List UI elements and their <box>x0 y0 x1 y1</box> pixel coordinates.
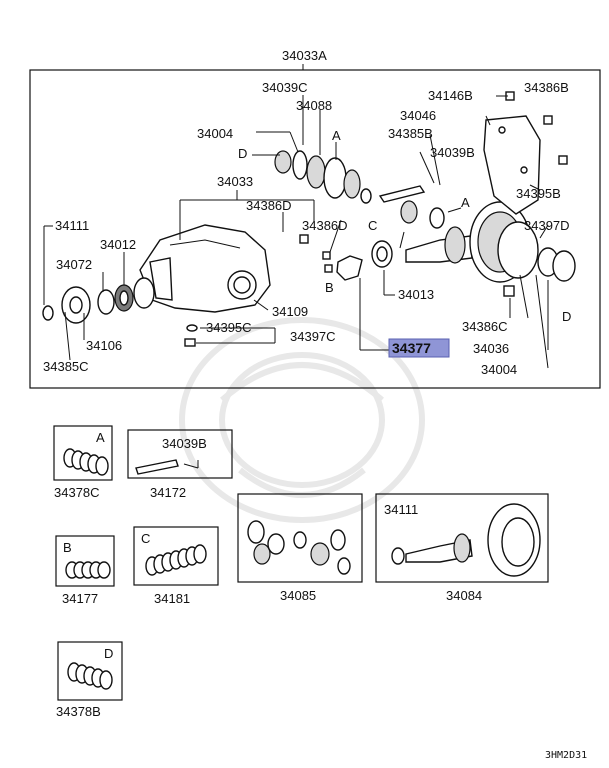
label-34013[interactable]: 34013 <box>398 287 434 302</box>
label-34072[interactable]: 34072 <box>56 257 92 272</box>
shim-stack-A <box>63 448 109 476</box>
label-34385C[interactable]: 34385C <box>43 359 89 374</box>
kit-34172-inner: 34039B <box>162 436 207 451</box>
kit-34177[interactable]: B <box>55 535 115 587</box>
kit-34378C-letter: A <box>96 430 105 445</box>
label-34004-top[interactable]: 34004 <box>197 126 233 141</box>
label-34146B[interactable]: 34146B <box>428 88 473 103</box>
label-34046[interactable]: 34046 <box>400 108 436 123</box>
ring-pinion-icon <box>391 503 541 577</box>
label-34088[interactable]: 34088 <box>296 98 332 113</box>
label-34106[interactable]: 34106 <box>86 338 122 353</box>
kit-34378C[interactable]: A <box>53 425 113 481</box>
kit-34378B-letter: D <box>104 646 113 661</box>
pin-icon <box>135 459 199 475</box>
kit-34181-letter: C <box>141 531 150 546</box>
carrier-housing[interactable] <box>139 224 271 313</box>
label-34109[interactable]: 34109 <box>272 304 308 319</box>
kit-34181-label[interactable]: 34181 <box>154 591 190 606</box>
kit-34172[interactable]: 34039B <box>127 429 233 479</box>
assembly-label[interactable]: 34033A <box>282 48 327 63</box>
label-34397D[interactable]: 34397D <box>524 218 570 233</box>
spacer-34377[interactable] <box>336 255 363 281</box>
shim-stack-B <box>65 561 111 579</box>
callout-D1: D <box>238 146 247 161</box>
drive-pinion[interactable] <box>371 226 473 268</box>
kit-34177-letter: B <box>63 540 72 555</box>
label-34004-bottom[interactable]: 34004 <box>481 362 517 377</box>
callout-B: B <box>325 280 334 295</box>
label-34386B[interactable]: 34386B <box>524 80 569 95</box>
kit-34084-label[interactable]: 34084 <box>446 588 482 603</box>
rear-cover[interactable] <box>483 91 568 215</box>
kit-34084-inner: 34111 <box>384 502 418 517</box>
label-34012[interactable]: 34012 <box>100 237 136 252</box>
label-34039B-top[interactable]: 34039B <box>430 145 475 160</box>
label-34033[interactable]: 34033 <box>217 174 253 189</box>
label-34385B[interactable]: 34385B <box>388 126 433 141</box>
callout-C: C <box>368 218 377 233</box>
label-34386C[interactable]: 34386C <box>462 319 508 334</box>
callout-A1: A <box>332 128 341 143</box>
label-34386D-a[interactable]: 34386D <box>246 198 292 213</box>
flange-assembly[interactable] <box>42 277 155 324</box>
pinion-shaft[interactable] <box>378 185 445 229</box>
label-34039C[interactable]: 34039C <box>262 80 308 95</box>
label-34397C[interactable]: 34397C <box>290 329 336 344</box>
leader-lines <box>43 95 549 369</box>
label-34036[interactable]: 34036 <box>473 341 509 356</box>
watermark-emblem <box>179 317 425 523</box>
diagram-ref-code: 3HM2D31 <box>545 750 587 761</box>
label-34386D-b[interactable]: 34386D <box>302 218 348 233</box>
shim-stack-D <box>67 662 113 690</box>
label-34395C[interactable]: 34395C <box>206 320 252 335</box>
assembly-frame <box>29 69 601 389</box>
highlight-box[interactable] <box>388 338 450 358</box>
callout-A2: A <box>461 195 470 210</box>
label-34395B[interactable]: 34395B <box>516 186 561 201</box>
side-gear-stack[interactable] <box>274 150 372 204</box>
kit-34378B[interactable]: D <box>57 641 123 701</box>
shim-stack-C <box>145 544 207 576</box>
callout-D2: D <box>562 309 571 324</box>
kit-34085[interactable] <box>237 493 363 583</box>
kit-34084[interactable]: 34111 <box>375 493 549 583</box>
label-34377-highlighted[interactable]: 34377 <box>392 340 431 356</box>
gear-set-icon <box>247 520 351 575</box>
ring-gear-differential[interactable] <box>469 201 576 297</box>
kit-34085-label[interactable]: 34085 <box>280 588 316 603</box>
label-34111-top[interactable]: 34111 <box>55 218 89 233</box>
kit-34378B-label[interactable]: 34378B <box>56 704 101 719</box>
kit-34172-label[interactable]: 34172 <box>150 485 186 500</box>
kit-34177-label[interactable]: 34177 <box>62 591 98 606</box>
kit-34181[interactable]: C <box>133 526 219 586</box>
kit-34378C-label[interactable]: 34378C <box>54 485 100 500</box>
bolts-small[interactable] <box>184 234 333 347</box>
